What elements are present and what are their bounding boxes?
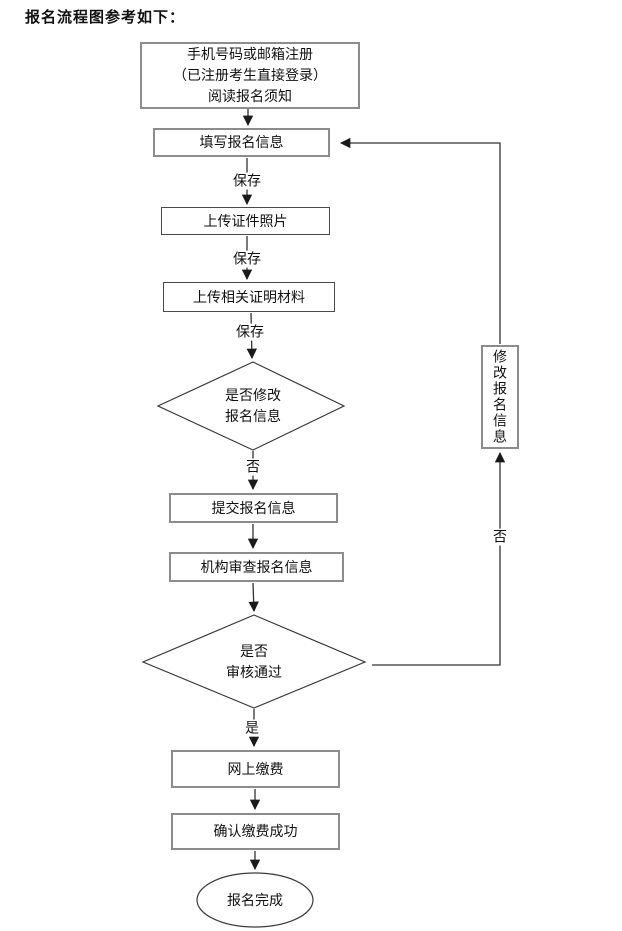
- terminator-complete-label: 报名完成: [227, 891, 283, 908]
- edge-modify-box-to-fill: [339, 137, 501, 344]
- edge-label-save-2: 保存: [231, 250, 263, 268]
- node-review-info: 机构审查报名信息: [169, 552, 344, 582]
- page-title: 报名流程图参考如下：: [25, 9, 186, 26]
- node-register: 手机号码或邮箱注册 （已注册考生直接登录） 阅读报名须知: [140, 42, 360, 109]
- node-pay-online: 网上缴费: [171, 750, 340, 788]
- edge-label-modify-no: 否: [244, 458, 262, 476]
- edge-review-to-review-decision: [248, 582, 259, 613]
- node-upload-photo: 上传证件照片: [161, 207, 330, 235]
- node-upload-materials: 上传相关证明材料: [163, 282, 335, 312]
- decision-diamond-modify: [156, 361, 346, 451]
- node-submit-info: 提交报名信息: [169, 493, 338, 523]
- decision-diamond-review: [141, 614, 367, 709]
- decision-modify-label: 是否修改 报名信息: [225, 387, 281, 424]
- edge-label-save-3: 保存: [234, 323, 266, 341]
- edge-label-review-no: 否: [491, 528, 509, 546]
- terminator-ellipse-complete: [196, 872, 314, 928]
- node-fill-info: 填写报名信息: [153, 128, 330, 157]
- edge-review-no-to-modify-box: [372, 451, 506, 666]
- node-modify-info: 修改报名信息: [481, 345, 519, 449]
- decision-review-label: 是否 审核通过: [226, 643, 282, 680]
- edge-label-save-1: 保存: [231, 172, 263, 190]
- edge-label-review-yes: 是: [243, 719, 261, 737]
- node-confirm-payment: 确认缴费成功: [171, 813, 340, 850]
